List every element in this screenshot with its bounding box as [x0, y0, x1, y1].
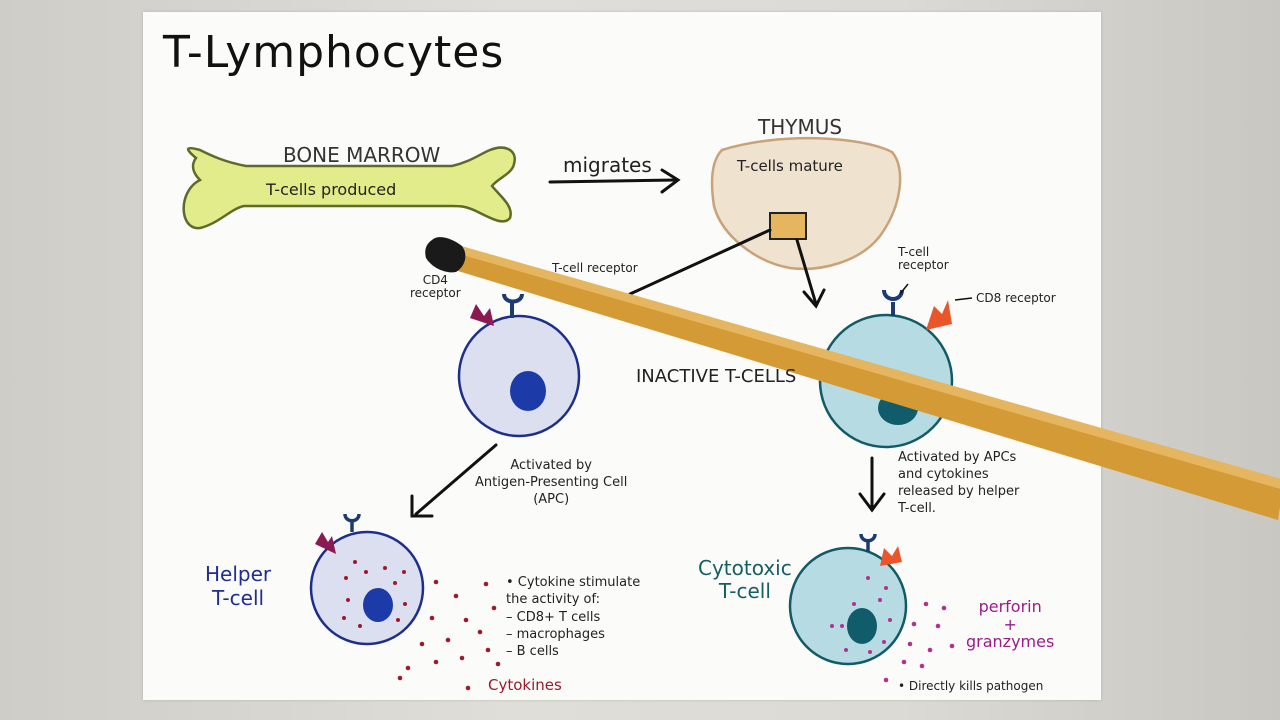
migrates-arrow	[548, 168, 681, 194]
cd4-receptor-icon	[315, 532, 336, 554]
tcell-receptor-icon	[859, 533, 877, 552]
tcell-receptor-icon	[882, 289, 904, 316]
thymus-label: THYMUS	[758, 115, 843, 139]
cd8-receptor-label: CD8 receptor	[976, 291, 1056, 305]
cytotoxic-tcell-label: Cytotoxic T-cell	[698, 556, 792, 603]
tcell-receptor-icon	[343, 513, 361, 532]
bone-marrow-label: BONE MARROW	[283, 143, 441, 167]
perforin-granzymes-label: perforin + granzymes	[966, 597, 1055, 652]
activation-arrows	[410, 443, 886, 518]
helper-tcell-label: Helper T-cell	[205, 562, 272, 610]
cytotoxic-tcell	[788, 533, 908, 666]
activated-by-apc-label: Activated by Antigen-Presenting Cell (AP…	[475, 458, 628, 507]
pointer-stick	[425, 237, 1280, 520]
tcell-receptor-label-right: T-cell receptor	[898, 245, 949, 272]
bone-marrow-inner-label: T-cells produced	[266, 180, 397, 199]
tcell-receptor-icon	[502, 293, 524, 318]
activated-by-cytokines-label: Activated by APCs and cytokines released…	[898, 450, 1020, 516]
page-title: T-Lymphocytes	[163, 27, 505, 78]
cytokine-dots-inner	[342, 560, 407, 628]
cd4-receptor-label: CD4 receptor	[410, 273, 461, 300]
inactive-cd4-cell	[457, 293, 581, 438]
cd4-receptor-icon	[470, 304, 494, 326]
cd8-receptor-icon	[926, 300, 952, 330]
pointer-tip-icon	[425, 237, 466, 273]
perforin-dots-outer	[883, 601, 955, 683]
directly-kills-label: • Directly kills pathogen	[898, 679, 1044, 693]
thymus-arrows	[628, 228, 826, 309]
cytokine-dots-outer	[397, 579, 501, 691]
helper-tcell	[309, 513, 425, 646]
cytokine-stimulate-list: • Cytokine stimulate the activity of: – …	[506, 575, 641, 660]
bone-icon	[182, 146, 516, 230]
cd8-receptor-icon	[880, 546, 902, 566]
thymus-inner-label: T-cells mature	[737, 157, 843, 175]
inactive-tcells-label: INACTIVE T-CELLS	[636, 366, 797, 387]
migrates-label: migrates	[563, 153, 652, 177]
tcell-receptor-label-left: T-cell receptor	[552, 261, 638, 275]
cytokines-label: Cytokines	[488, 676, 562, 694]
perforin-dots-inner	[830, 576, 892, 654]
